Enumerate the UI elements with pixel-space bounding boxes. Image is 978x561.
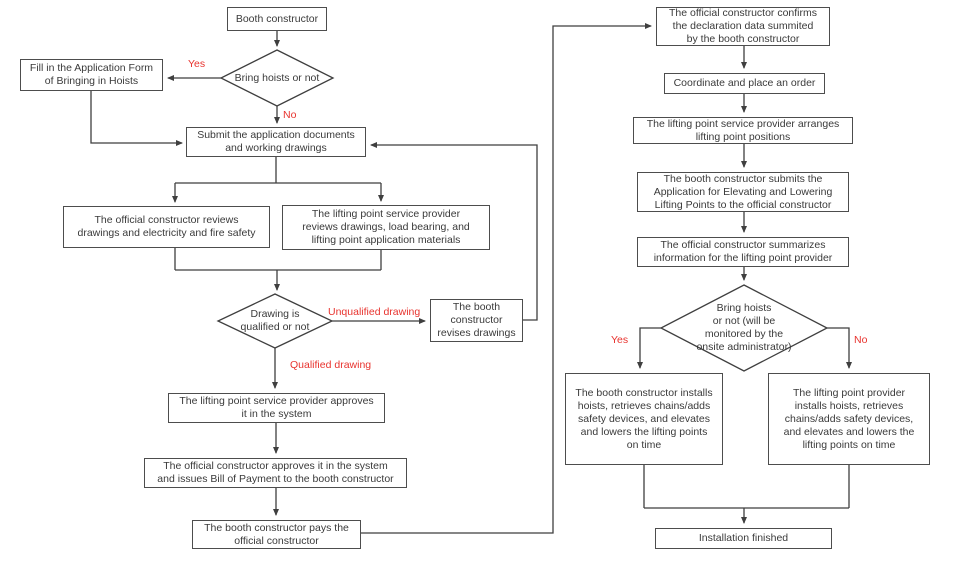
node-official-reviews: The official constructor reviews drawing…	[63, 206, 270, 248]
decision-bring-hoists-monitored-line: onsite administrator)	[696, 341, 792, 353]
flow-arrow	[90, 91, 183, 146]
node-arranges-positions-line: lifting point positions	[695, 130, 791, 143]
node-official-reviews-line: The official constructor reviews	[94, 214, 239, 226]
flow-arrow	[637, 327, 661, 369]
node-provider-reviews-line: reviews drawings, load bearing, and	[302, 221, 470, 233]
edge-label-no-monitored: No	[854, 334, 868, 346]
decision-drawing-qualified-shape	[216, 293, 334, 349]
flow-arrow	[827, 327, 852, 369]
node-provider-installs-line: and elevates and lowers the	[783, 425, 915, 438]
node-booth-pays-line: official constructor	[234, 534, 319, 547]
node-booth-constructor-line: Booth constructor	[235, 12, 319, 25]
node-booth-installs-line: and lowers the lifting points	[580, 425, 708, 438]
node-booth-pays-line: The booth constructor pays the	[204, 521, 349, 534]
decision-bring-hoists-monitored-line: or not (will be	[712, 315, 776, 327]
node-submit-docs-line: Submit the application documents	[197, 129, 355, 141]
node-official-approves-line: and issues Bill of Payment to the booth …	[157, 473, 394, 485]
node-official-approves: The official constructor approves it in …	[144, 458, 407, 488]
decision-bring-hoists-shape	[219, 49, 335, 107]
node-fill-form: Fill in the Application Form of Bringing…	[20, 59, 163, 91]
node-booth-installs-line: on time	[626, 438, 662, 451]
node-submits-application-line: The booth constructor submits the	[663, 172, 823, 185]
decision-bring-hoists-line: Bring hoists or not	[234, 71, 320, 84]
node-fill-form-line: of Bringing in Hoists	[44, 75, 139, 87]
node-submits-application-line: Lifting Points to the official construct…	[654, 198, 832, 211]
node-confirms-declaration-line: The official constructor confirms	[668, 7, 818, 19]
node-summarizes-info: The official constructor summarizes info…	[637, 237, 849, 267]
node-submits-application: The booth constructor submits the Applic…	[637, 172, 849, 212]
node-confirms-declaration-line: by the booth constructor	[686, 33, 800, 45]
decision-bring-hoists-monitored-line: monitored by the	[704, 328, 784, 340]
node-submit-docs-line: and working drawings	[225, 142, 327, 154]
node-arranges-positions: The lifting point service provider arran…	[633, 117, 853, 144]
decision-drawing-qualified-line: qualified or not	[240, 321, 310, 333]
edge-label-yes-monitored: Yes	[611, 334, 629, 346]
edge-label-yes-hoists: Yes	[188, 58, 206, 70]
decision-bring-hoists: Bring hoists or not	[217, 65, 337, 91]
node-submit-docs: Submit the application documents and wor…	[186, 127, 366, 157]
node-installation-finished-line: Installation finished	[698, 532, 789, 544]
node-booth-constructor: Booth constructor	[227, 7, 327, 31]
decision-bring-hoists-monitored: Bring hoists or not (will be monitored b…	[679, 302, 809, 354]
node-coordinate-order-line: Coordinate and place an order	[673, 77, 816, 89]
node-official-approves-line: The official constructor approves it in …	[163, 460, 388, 472]
node-confirms-declaration-line: the declaration data summited	[672, 20, 814, 32]
node-installation-finished: Installation finished	[655, 528, 832, 549]
decision-bring-hoists-monitored-shape	[659, 284, 829, 372]
decision-drawing-qualified: Drawing is qualified or not	[215, 308, 335, 334]
node-provider-reviews-line: The lifting point service provider	[311, 208, 461, 220]
node-arranges-positions-line: The lifting point service provider arran…	[646, 117, 840, 130]
node-summarizes-info-line: The official constructor summarizes	[660, 239, 826, 251]
node-provider-installs-line: The lifting point provider	[792, 386, 906, 399]
node-booth-installs-line: hoists, retrieves chains/adds	[577, 399, 711, 412]
node-provider-reviews-line: lifting point application materials	[311, 234, 461, 246]
node-official-reviews-line: drawings and electricity and fire safety	[77, 227, 256, 239]
node-revises-drawings: The booth constructor revises drawings	[430, 299, 523, 342]
node-revises-drawings-line: The booth	[452, 301, 501, 313]
edge-label-unqualified-drawing: Unqualified drawing	[328, 306, 421, 318]
decision-bring-hoists-monitored-line: Bring hoists	[716, 302, 772, 314]
node-provider-approves-line: it in the system	[241, 408, 312, 420]
node-summarizes-info-line: information for the lifting point provid…	[653, 252, 833, 264]
node-confirms-declaration: The official constructor confirms the de…	[656, 7, 830, 46]
node-booth-installs-line: safety devices, and elevates	[578, 412, 710, 425]
node-provider-installs-line: lifting points on time	[802, 438, 896, 451]
node-provider-reviews: The lifting point service provider revie…	[282, 205, 490, 250]
node-booth-installs-line: The booth constructor installs	[575, 386, 713, 399]
decision-drawing-qualified-line: Drawing is	[250, 308, 300, 320]
node-coordinate-order: Coordinate and place an order	[664, 73, 825, 94]
node-provider-installs-line: chains/adds safety devices,	[784, 412, 914, 425]
node-revises-drawings-line: revises drawings	[437, 327, 516, 339]
node-provider-approves-line: The lifting point service provider appro…	[179, 395, 374, 407]
node-provider-installs: The lifting point provider installs hois…	[768, 373, 930, 465]
node-provider-approves: The lifting point service provider appro…	[168, 393, 385, 423]
node-booth-installs: The booth constructor installs hoists, r…	[565, 373, 723, 465]
edge-label-qualified-drawing: Qualified drawing	[290, 359, 372, 371]
edge-label-no-hoists: No	[283, 109, 297, 121]
node-fill-form-line: Fill in the Application Form	[29, 62, 154, 74]
flow-arrow	[361, 23, 652, 534]
node-revises-drawings-line: constructor	[450, 314, 503, 326]
node-provider-installs-line: installs hoists, retrieves	[794, 399, 904, 412]
node-submits-application-line: Application for Elevating and Lowering	[653, 185, 833, 198]
node-booth-pays: The booth constructor pays the official …	[192, 520, 361, 549]
flow-arrow	[370, 142, 538, 321]
